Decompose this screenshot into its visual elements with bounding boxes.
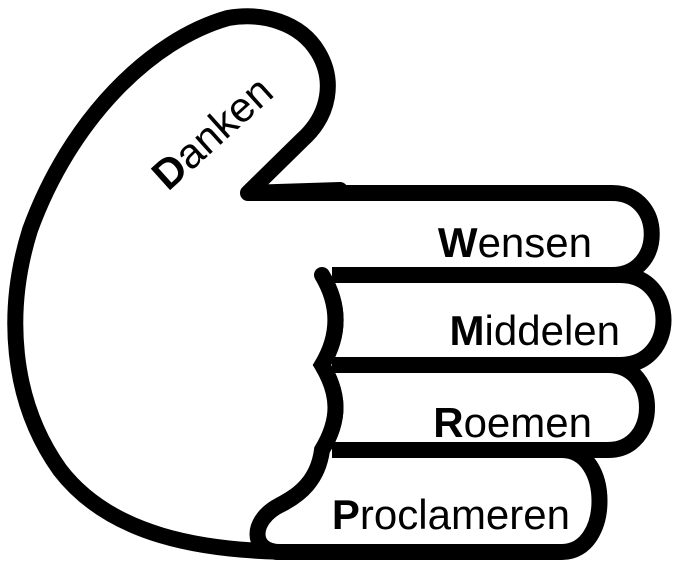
finger-initial: M (450, 307, 485, 354)
finger-label-roemen: Roemen (433, 399, 592, 446)
finger-rest: roclameren (360, 491, 570, 538)
finger-initial: W (438, 219, 478, 266)
hand-palm-shape (7, 8, 348, 560)
finger-initial: P (332, 491, 360, 538)
finger-label-proclameren: Proclameren (332, 491, 570, 538)
finger-label-wensen: Wensen (438, 219, 592, 266)
finger-initial: R (433, 399, 463, 446)
finger-label-middelen: Middelen (450, 307, 620, 354)
finger-rest: oemen (464, 399, 592, 446)
finger-rest: iddelen (485, 307, 620, 354)
finger-rest: ensen (478, 219, 592, 266)
